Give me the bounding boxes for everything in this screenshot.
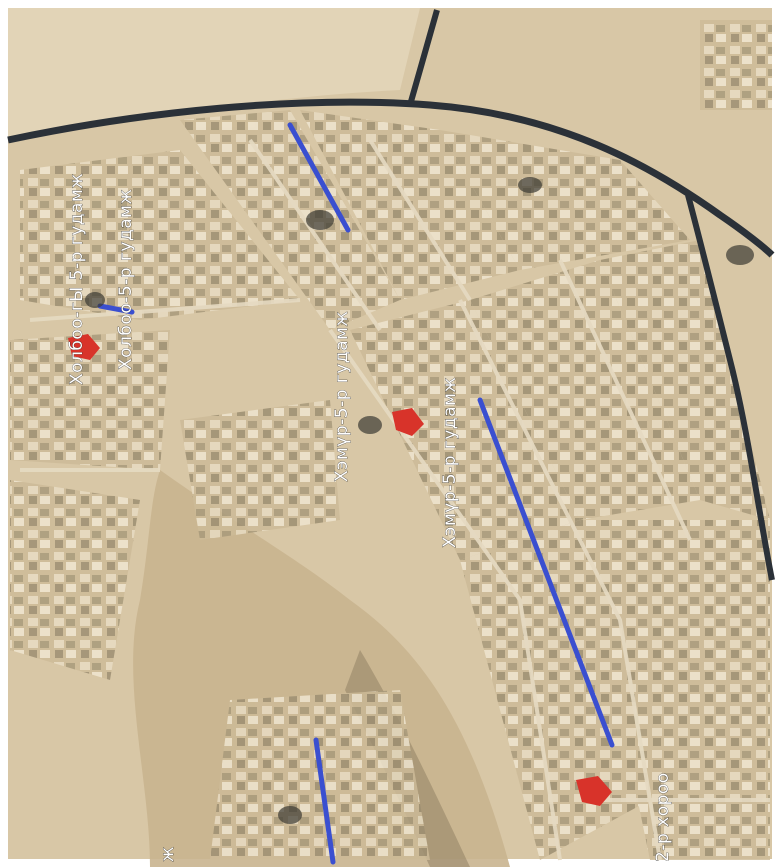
location-markers: [68, 334, 612, 806]
road-east-vertical: [685, 194, 775, 581]
marker-west[interactable]: [68, 334, 100, 360]
street-label-d: Хэмүр-5-р гудамж: [440, 377, 460, 548]
road-north-branch: [407, 9, 440, 106]
highlighted-streets: [97, 122, 615, 865]
dark-clusters: [85, 177, 754, 824]
marker-center[interactable]: [392, 408, 424, 436]
street-label-a: Холбоо-гЫ 5-р гудамж: [67, 173, 87, 385]
street-network: [20, 138, 770, 861]
street-label-f: ж: [158, 846, 178, 862]
street-label-c: Хэмүр-5-р гудамж: [332, 311, 352, 482]
street-label-e: 2-р хороо: [653, 772, 673, 862]
main-road-curve: [7, 98, 775, 258]
residential-blocks: [10, 20, 772, 860]
street-label-b: Холбоо-5-р гудамж: [116, 189, 136, 370]
marker-south[interactable]: [576, 776, 612, 806]
open-sand-area: [8, 8, 420, 140]
